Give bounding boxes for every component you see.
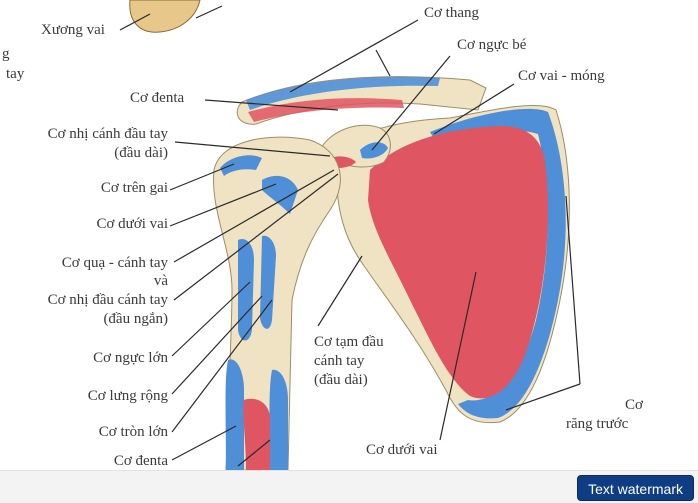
line-co-tren-gai xyxy=(169,163,235,191)
label-cut-left-1: g xyxy=(2,46,10,62)
label-co-qua-line2: và xyxy=(153,273,168,289)
label-co-nguc-be: Cơ ngực bé xyxy=(457,37,527,53)
line-co-rang-truoc-2 xyxy=(505,383,581,411)
label-co-nhi-dau-dai-line1: Cơ nhị cánh đầu tay xyxy=(47,126,168,142)
humerus-bone xyxy=(213,136,341,470)
anatomy-figure: g tay Xương vai Cơ thang Cơ ngực bé Cơ v… xyxy=(2,0,643,470)
humerus-blue-strip-1 xyxy=(238,238,254,341)
line-co-tam-dau xyxy=(317,255,363,327)
line-co-rang-truoc-1 xyxy=(565,195,581,385)
scapula-blue-border xyxy=(430,108,566,419)
line-co-nguc-be xyxy=(371,55,451,151)
label-co-tam-dau-line3: (đầu dài) xyxy=(314,372,368,388)
label-co-rang-truoc-line1: Cơ xyxy=(625,397,643,413)
line-co-duoi-vai-left xyxy=(169,183,277,227)
subscapularis-muscle xyxy=(368,126,548,399)
supraspinatus-insertion xyxy=(220,155,262,176)
line-co-duoi-vai-bottom xyxy=(439,271,477,441)
label-co-tam-dau-line2: cánh tay xyxy=(314,353,365,369)
label-cut-left-2: tay xyxy=(6,66,25,82)
line-co-qua xyxy=(173,169,335,263)
line-xuong-vai xyxy=(119,13,151,31)
deltoid-clavicle-insertion xyxy=(248,98,404,122)
line-co-lung-rong xyxy=(171,295,263,395)
shoulder-diagram xyxy=(119,0,581,470)
label-co-tam-dau-line1: Cơ tạm đầu xyxy=(314,334,384,350)
label-co-nhi-ngan-line1: Cơ nhị đầu cánh tay xyxy=(47,292,168,308)
line-co-nhi-dau-dai xyxy=(174,141,331,157)
label-co-duoi-vai-bottom: Cơ dưới vai xyxy=(366,442,438,458)
trapezius-insertion xyxy=(246,76,440,110)
label-co-denta-bottom: Cơ đenta xyxy=(113,453,168,469)
label-co-denta-top: Cơ đenta xyxy=(130,90,185,106)
label-co-qua-line1: Cơ quạ - cánh tay xyxy=(61,255,168,271)
line-co-vai-mong xyxy=(433,83,515,135)
humerus-blue-strip-2 xyxy=(260,235,276,329)
line-co-denta-bottom-2 xyxy=(237,439,271,467)
label-co-nhi-dau-dai-line2: (đầu dài) xyxy=(114,145,168,161)
line-xuong-vai-2 xyxy=(195,5,223,19)
label-co-lung-rong: Cơ lưng rộng xyxy=(87,388,168,404)
label-co-tren-gai: Cơ trên gai xyxy=(100,180,168,196)
line-co-thang-1 xyxy=(289,19,419,93)
label-co-nhi-ngan-line2: (đầu ngắn) xyxy=(103,311,168,327)
line-co-denta-top xyxy=(204,99,339,111)
label-co-nguc-lon: Cơ ngực lớn xyxy=(93,350,168,366)
leader-lines xyxy=(119,5,581,467)
label-co-vai-mong: Cơ vai - móng xyxy=(518,68,605,84)
label-xuong-vai: Xương vai xyxy=(41,22,105,38)
line-co-denta-bottom xyxy=(171,425,237,461)
watermark-button[interactable]: Text watermark xyxy=(577,475,694,501)
label-co-tron-lon: Cơ tròn lớn xyxy=(98,424,168,440)
humerus-blue-strip-4 xyxy=(269,369,288,470)
deltoid-humerus-insertion xyxy=(243,398,270,470)
line-co-nhi-ngan xyxy=(173,173,339,301)
label-co-rang-truoc-line2: răng trước xyxy=(566,416,629,432)
line-co-tron-lon xyxy=(171,299,273,433)
line-co-nguc-lon xyxy=(171,281,251,357)
pectoralis-minor-insertion xyxy=(360,142,388,159)
bone-fragment-top xyxy=(129,0,201,33)
bottom-bar: Text watermark xyxy=(0,470,698,503)
line-co-thang-2 xyxy=(375,49,391,77)
label-co-thang: Cơ thang xyxy=(424,5,480,21)
humerus-blue-strip-3 xyxy=(225,359,244,470)
label-co-duoi-vai-left: Cơ dưới vai xyxy=(96,216,169,232)
